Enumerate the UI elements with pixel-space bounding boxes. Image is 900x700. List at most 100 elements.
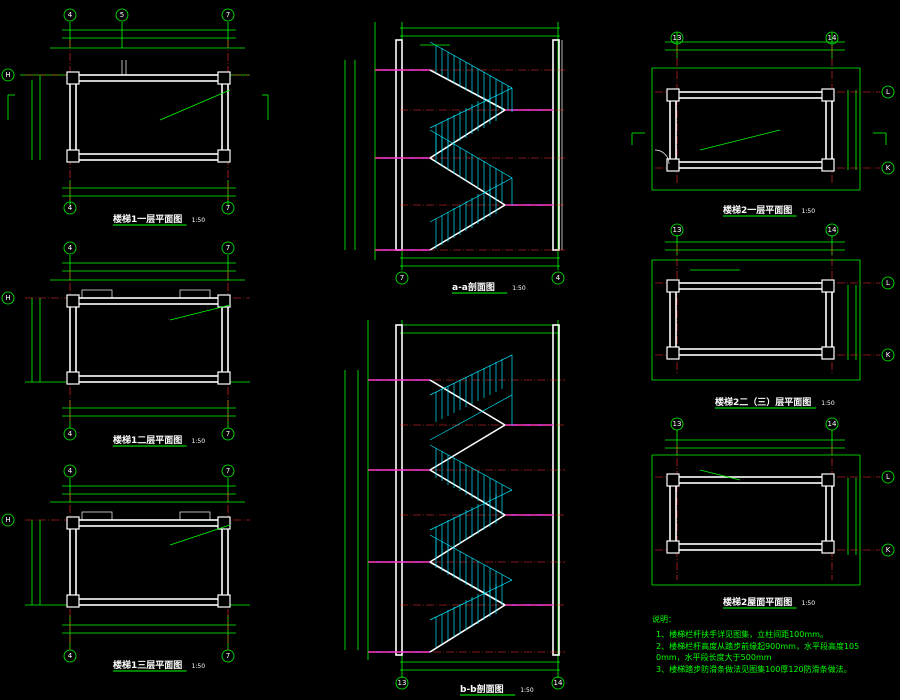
drawing-title: b-b剖面图 bbox=[460, 683, 504, 695]
axis-label: 7 bbox=[400, 274, 404, 282]
drawing-title: 楼梯1三层平面图 bbox=[113, 659, 182, 671]
axis-label: K bbox=[886, 351, 891, 359]
axis-bubble-bottom: 7 bbox=[221, 201, 235, 215]
axis-label: 4 bbox=[68, 652, 73, 660]
title-right-2: 楼梯2屋面平面图 1:50 bbox=[723, 596, 816, 609]
plan-stair2-roof bbox=[651, 430, 880, 586]
axis-bubble-bottom: 4 bbox=[63, 201, 77, 215]
axis-label: L bbox=[886, 473, 890, 481]
axis-bubble-top: 14 bbox=[825, 31, 839, 45]
section-b-b bbox=[344, 320, 565, 678]
axis-bubble-top: 7 bbox=[221, 464, 235, 478]
drawing-scale: 1:50 bbox=[802, 208, 816, 215]
axis-bubble-side: H bbox=[1, 291, 15, 305]
axis-bubble-side: L bbox=[881, 470, 895, 484]
axis-label: 13 bbox=[673, 34, 682, 42]
note-item: 3、楼梯踏步防滑条做法见图集100厚120防滑条做法。 bbox=[656, 664, 852, 674]
axis-label: 4 bbox=[68, 204, 73, 212]
drawing-title: a-a剖面图 bbox=[452, 281, 495, 293]
axis-bubble-top: 4 bbox=[63, 464, 77, 478]
axis-label: 5 bbox=[120, 11, 124, 19]
axis-label: 14 bbox=[828, 34, 837, 42]
axis-label: 4 bbox=[556, 274, 561, 282]
drawing-scale: 1:50 bbox=[821, 400, 835, 407]
axis-bubble-section: 7 bbox=[395, 271, 409, 285]
plan-stair2-floor1 bbox=[631, 32, 887, 191]
axis-label: 13 bbox=[398, 679, 407, 687]
title-left-2: 楼梯1三层平面图 1:50 bbox=[113, 659, 206, 672]
axis-bubble-bottom: 7 bbox=[221, 649, 235, 663]
axis-label: 13 bbox=[673, 420, 682, 428]
drawing-scale: 1:50 bbox=[512, 285, 526, 292]
note-item: 1、楼梯栏杆扶手详见图集，立柱间距100mm。 bbox=[656, 629, 828, 639]
railing-a-a bbox=[429, 41, 513, 249]
axis-bubble-side: L bbox=[881, 85, 895, 99]
axis-label: 14 bbox=[554, 679, 563, 687]
axis-label: 4 bbox=[68, 467, 73, 475]
axis-label: 7 bbox=[226, 244, 230, 252]
drawing-title: 楼梯1二层平面图 bbox=[113, 434, 182, 446]
axis-label: 7 bbox=[226, 204, 230, 212]
axis-label: 13 bbox=[673, 226, 682, 234]
plan-stair1-floor1 bbox=[7, 22, 269, 205]
axis-bubble-top: 13 bbox=[670, 417, 684, 431]
title-right-0: 楼梯2一层平面图 1:50 bbox=[723, 204, 816, 217]
plan-stair2-floor2 bbox=[651, 235, 880, 381]
axis-bubble-top: 4 bbox=[63, 241, 77, 255]
drawing-title: 楼梯2二（三）层平面图 bbox=[715, 396, 811, 408]
title-left-0: 楼梯1一层平面图 1:50 bbox=[113, 213, 206, 226]
axis-bubble-top: 14 bbox=[825, 223, 839, 237]
axis-bubble-section: 13 bbox=[395, 676, 409, 690]
plan-stair1-floor3 bbox=[25, 478, 250, 650]
axis-label: 7 bbox=[226, 652, 230, 660]
axis-bubble-section: 4 bbox=[551, 271, 565, 285]
general-notes: 说明： 1、楼梯栏杆扶手详见图集，立柱间距100mm。 2、楼梯栏杆高度从踏步前缘起… bbox=[652, 614, 859, 674]
notes-heading: 说明： bbox=[652, 614, 676, 624]
drawing-scale: 1:50 bbox=[192, 217, 206, 224]
axis-label: 4 bbox=[68, 11, 73, 19]
axis-bubble-bottom: 7 bbox=[221, 427, 235, 441]
axis-bubble-bottom: 4 bbox=[63, 649, 77, 663]
axis-bubble-top: 7 bbox=[221, 241, 235, 255]
drawing-scale: 1:50 bbox=[802, 600, 816, 607]
axis-bubble-top: 13 bbox=[670, 31, 684, 45]
title-right-1: 楼梯2二（三）层平面图 1:50 bbox=[715, 396, 835, 409]
axis-bubble-top: 4 bbox=[63, 8, 77, 22]
axis-label: 7 bbox=[226, 11, 230, 19]
axis-label: K bbox=[886, 546, 891, 554]
drawing-title: 楼梯2一层平面图 bbox=[723, 204, 792, 216]
axis-label: 14 bbox=[828, 226, 837, 234]
axis-bubble-side: K bbox=[881, 161, 895, 175]
axis-bubble-side: L bbox=[881, 276, 895, 290]
title-section-a: a-a剖面图 1:50 bbox=[452, 281, 526, 294]
title-section-b: b-b剖面图 1:50 bbox=[460, 683, 534, 696]
axis-label: 4 bbox=[68, 430, 73, 438]
axis-bubble-side: H bbox=[1, 513, 15, 527]
axis-bubble-top: 5 bbox=[115, 8, 129, 22]
axis-bubble-side: K bbox=[881, 348, 895, 362]
axis-label: 4 bbox=[68, 244, 73, 252]
axis-label: H bbox=[5, 294, 10, 302]
axis-bubble-side: H bbox=[1, 68, 15, 82]
axis-label: K bbox=[886, 164, 891, 172]
axis-label: L bbox=[886, 279, 890, 287]
axis-bubble-top: 14 bbox=[825, 417, 839, 431]
axis-label: H bbox=[5, 71, 10, 79]
axis-label: L bbox=[886, 88, 890, 96]
railing-b-b bbox=[429, 354, 513, 647]
axis-label: H bbox=[5, 516, 10, 524]
axis-bubble-top: 7 bbox=[221, 8, 235, 22]
drawing-scale: 1:50 bbox=[192, 663, 206, 670]
plan-stair1-floor2 bbox=[25, 255, 250, 428]
axis-bubble-section: 14 bbox=[551, 676, 565, 690]
axis-label: 7 bbox=[226, 467, 230, 475]
axis-label: 14 bbox=[828, 420, 837, 428]
drawing-title: 楼梯1一层平面图 bbox=[113, 213, 182, 225]
drawing-scale: 1:50 bbox=[520, 687, 534, 694]
drawing-title: 楼梯2屋面平面图 bbox=[723, 596, 792, 608]
